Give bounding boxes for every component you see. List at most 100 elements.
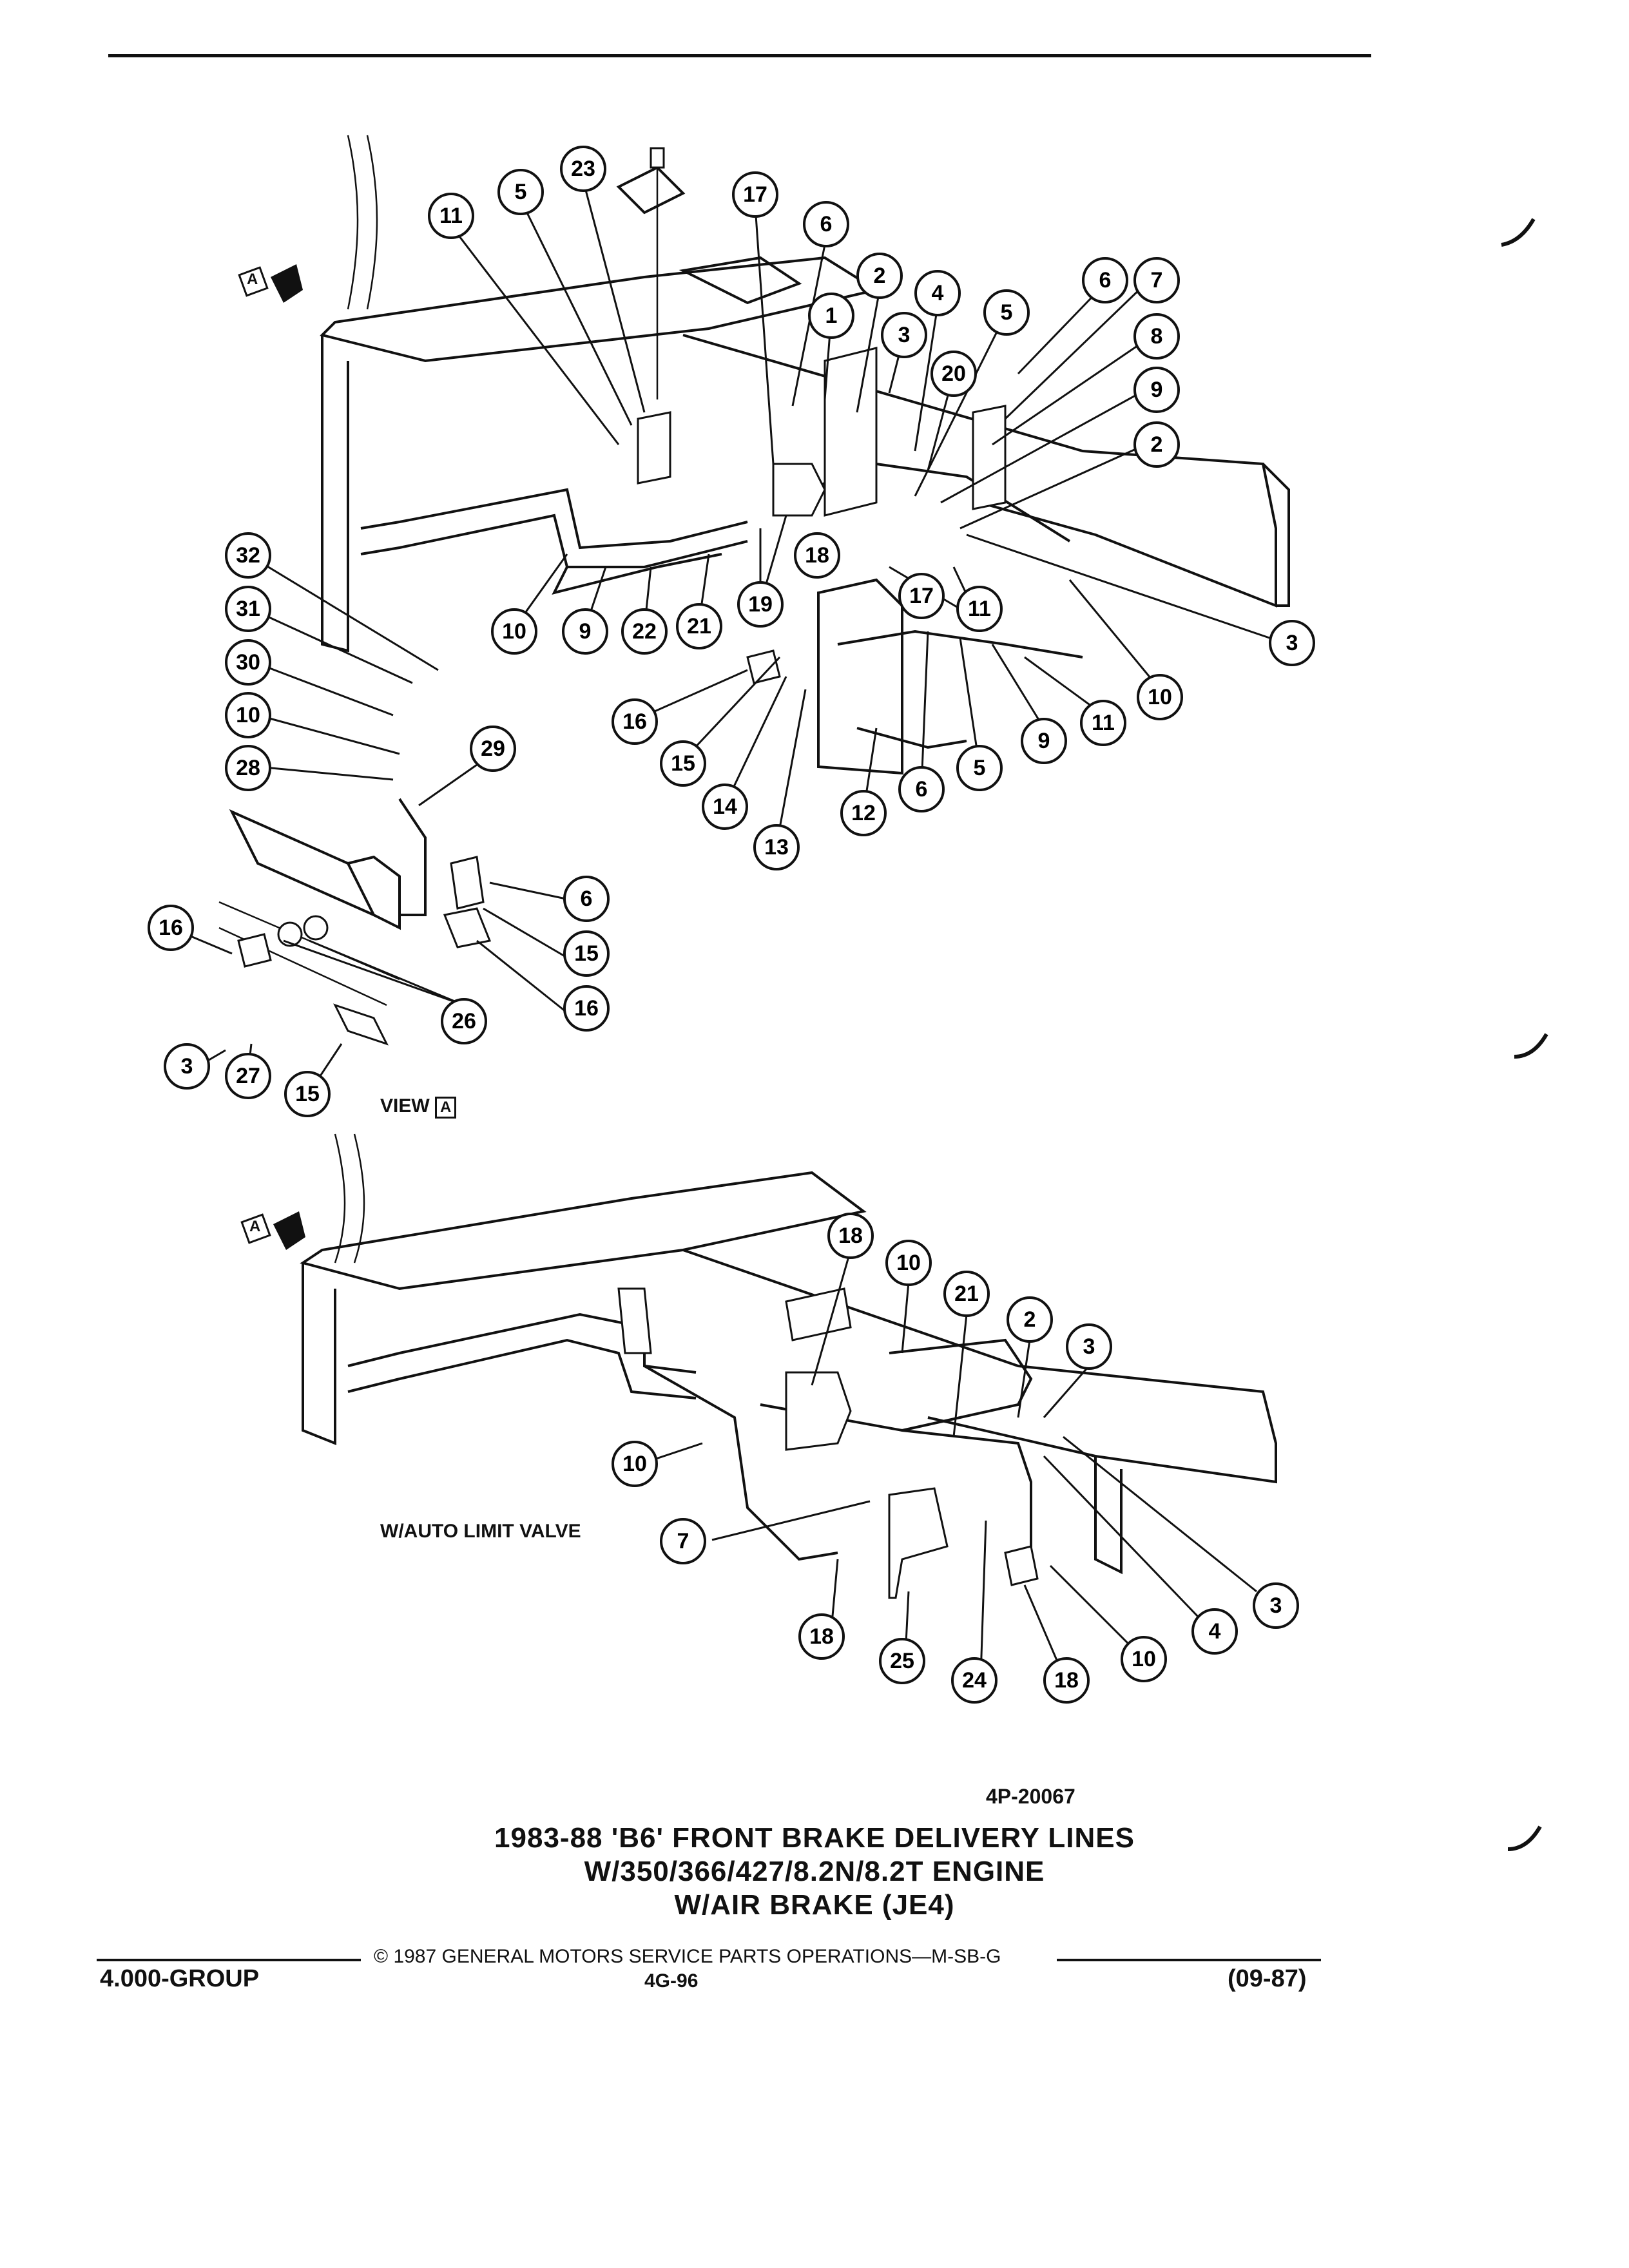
callout-label: 32: [236, 543, 260, 568]
callout-17-a: 17: [732, 171, 778, 218]
callout-9-b: 9: [562, 608, 608, 655]
callout-label: 15: [295, 1082, 320, 1106]
callout-6-d: 6: [563, 876, 610, 922]
callout-label: 22: [632, 619, 657, 644]
view-a-detail: [218, 798, 492, 1046]
footer-page-number: 4G-96: [644, 1970, 699, 1992]
callout-label: 30: [236, 650, 260, 675]
callout-label: 9: [1038, 729, 1050, 753]
callout-18-b: 18: [827, 1213, 874, 1259]
callout-label: 18: [805, 543, 829, 568]
callout-label: 11: [1092, 711, 1115, 735]
footer-copyright: © 1987 GENERAL MOTORS SERVICE PARTS OPER…: [374, 1946, 1001, 1967]
callout-label: 5: [1001, 300, 1013, 325]
callout-4-b: 4: [1191, 1608, 1238, 1655]
callout-label: 31: [236, 597, 260, 621]
view-a-arrow-bottom-icon: [240, 1211, 305, 1250]
callout-label: 8: [1151, 324, 1163, 349]
callout-14: 14: [702, 783, 748, 830]
auto-limit-valve-label: W/AUTO LIMIT VALVE: [380, 1521, 581, 1542]
callout-9-c: 9: [1021, 718, 1067, 764]
callout-label: 7: [677, 1529, 689, 1553]
top-brake-lines: [360, 347, 1083, 749]
figure-title-line1: 1983-88 'B6' FRONT BRAKE DELIVERY LINES: [494, 1822, 1135, 1854]
callout-label: 2: [1151, 432, 1163, 457]
callout-2-b: 2: [1133, 421, 1180, 468]
callout-9-a: 9: [1133, 367, 1180, 413]
callout-label: 21: [687, 614, 711, 639]
callout-5-a: 5: [497, 169, 544, 215]
callout-label: 11: [439, 204, 463, 228]
top-rule: [108, 54, 1371, 57]
callout-label: 15: [574, 941, 599, 966]
callout-label: 10: [1148, 685, 1172, 709]
view-a-arrow-top-icon: [238, 264, 303, 303]
callout-27: 27: [225, 1053, 271, 1099]
callout-15-a: 15: [660, 740, 706, 787]
view-arrow-top-letter: A: [247, 271, 258, 288]
view-a-text: VIEW: [380, 1095, 430, 1117]
callout-label: 27: [236, 1064, 260, 1088]
callout-3-c: 3: [164, 1043, 210, 1090]
view-a-label: VIEW A: [380, 1095, 457, 1119]
callout-3-e: 3: [1253, 1582, 1299, 1629]
figure-title-line3: W/AIR BRAKE (JE4): [674, 1889, 955, 1921]
binder-marks: [1501, 218, 1548, 1851]
binder-hole-mark: [1501, 218, 1536, 247]
callout-18-a: 18: [794, 532, 840, 579]
callout-label: 10: [502, 619, 526, 644]
binder-hole-mark: [1507, 1825, 1542, 1851]
callout-6-c: 6: [898, 766, 945, 812]
callout-label: 3: [898, 323, 911, 347]
callout-18-d: 18: [1043, 1657, 1090, 1704]
callout-label: 16: [159, 916, 183, 940]
callout-label: 10: [896, 1251, 921, 1275]
callout-label: 13: [764, 835, 789, 860]
callout-label: 21: [954, 1282, 979, 1306]
callout-25: 25: [879, 1638, 925, 1684]
callout-19: 19: [737, 581, 784, 628]
callout-29: 29: [470, 726, 516, 772]
figure-title-line2: W/350/366/427/8.2N/8.2T ENGINE: [584, 1856, 1045, 1887]
callout-4-a: 4: [914, 270, 961, 316]
callout-21-a: 21: [676, 603, 722, 649]
callout-label: 6: [820, 212, 833, 236]
callout-label: 18: [1054, 1668, 1079, 1693]
callout-label: 16: [574, 996, 599, 1021]
callout-6-b: 6: [1082, 257, 1128, 303]
callout-label: 6: [916, 777, 928, 802]
callout-32: 32: [225, 532, 271, 579]
callout-17-b: 17: [898, 573, 945, 619]
callout-label: 3: [1083, 1334, 1095, 1359]
callout-label: 19: [748, 592, 773, 617]
callout-label: 9: [1151, 378, 1163, 402]
callout-15-c: 15: [284, 1071, 331, 1117]
callout-label: 29: [481, 736, 505, 761]
callout-5-c: 5: [956, 745, 1003, 791]
callout-16-a: 16: [612, 698, 658, 745]
leaders-top: [170, 180, 1270, 1096]
callout-label: 6: [581, 887, 593, 911]
callout-11-b: 11: [956, 586, 1003, 632]
callout-label: 10: [1132, 1647, 1156, 1671]
callout-label: 1: [825, 303, 838, 328]
callout-label: 5: [974, 756, 986, 780]
callout-10-d: 10: [885, 1240, 932, 1286]
callout-label: 14: [713, 794, 737, 819]
binder-hole-mark: [1514, 1033, 1548, 1059]
callout-21-b: 21: [943, 1271, 990, 1317]
callout-1: 1: [808, 293, 854, 339]
callout-3-d: 3: [1066, 1323, 1112, 1370]
callout-31: 31: [225, 586, 271, 632]
callout-label: 3: [1286, 631, 1298, 655]
callout-11-a: 11: [428, 193, 474, 239]
callout-label: 17: [743, 182, 767, 207]
callout-8: 8: [1133, 313, 1180, 360]
callout-label: 3: [181, 1054, 193, 1079]
callout-label: 11: [968, 597, 991, 621]
view-arrow-bottom-letter: A: [249, 1218, 261, 1235]
callout-10-b: 10: [491, 608, 537, 655]
callout-label: 5: [515, 180, 527, 204]
footer-rule-right: [1057, 1959, 1321, 1961]
